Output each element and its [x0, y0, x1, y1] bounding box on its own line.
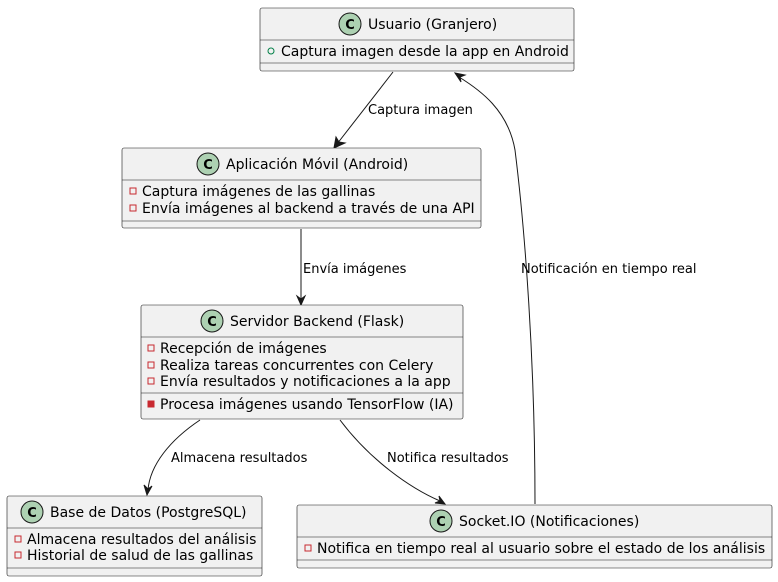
edge-label-notifica-resultados: Notifica resultados — [387, 451, 509, 466]
class-circle-icon — [429, 509, 453, 533]
edge-label-captura-imagen: Captura imagen — [368, 103, 473, 118]
class-attribute: Captura imagen desde la app en Android — [281, 44, 569, 60]
edge-app-to-server: Envía imágenes — [295, 229, 407, 307]
edges: Captura imagen Envía imágenes Almacena r… — [143, 71, 697, 505]
private-visibility-icon — [147, 361, 155, 369]
class-title: Base de Datos (PostgreSQL) — [50, 505, 247, 521]
class-attribute: Recepción de imágenes — [160, 341, 327, 357]
class-title: Usuario (Granjero) — [368, 17, 497, 33]
class-title: Servidor Backend (Flask) — [230, 314, 404, 330]
class-circle-letter: C — [436, 515, 446, 530]
private-visibility-icon — [129, 204, 137, 212]
class-circle-icon — [338, 12, 362, 36]
class-circle-letter: C — [207, 315, 217, 330]
edge-socket-to-usuario: Notificación en tiempo real — [453, 72, 697, 505]
edge-server-to-db: Almacena resultados — [143, 419, 308, 497]
class-circle-icon — [200, 309, 224, 333]
class-socket: C Socket.IO (Notificaciones) Notifica en… — [296, 504, 773, 569]
class-circle-letter: C — [27, 506, 37, 521]
class-title: Socket.IO (Notificaciones) — [459, 514, 639, 530]
edge-usuario-to-app: Captura imagen — [333, 71, 473, 149]
class-attribute: Envía imágenes al backend a través de un… — [142, 201, 475, 217]
private-visibility-icon — [147, 344, 155, 352]
private-visibility-icon — [129, 187, 137, 195]
class-attribute: Captura imágenes de las gallinas — [142, 184, 375, 200]
edge-server-to-socket: Notifica resultados — [339, 419, 509, 505]
class-attribute: Notifica en tiempo real al usuario sobre… — [317, 541, 765, 557]
private-visibility-icon — [14, 551, 22, 559]
class-server: C Servidor Backend (Flask) Recepción de … — [140, 304, 464, 420]
class-attribute: Envía resultados y notificaciones a la a… — [160, 374, 451, 390]
edge-label-notificacion-tiempo-real: Notificación en tiempo real — [521, 262, 697, 277]
class-app: C Aplicación Móvil (Android) Captura imá… — [121, 147, 482, 229]
private-visibility-icon — [14, 535, 22, 543]
class-title: Aplicación Móvil (Android) — [226, 157, 408, 173]
class-circle-letter: C — [345, 18, 355, 33]
private-method-icon — [147, 400, 155, 408]
private-visibility-icon — [147, 377, 155, 385]
class-circle-letter: C — [203, 158, 213, 173]
class-attribute: Realiza tareas concurrentes con Celery — [160, 358, 433, 374]
class-db: C Base de Datos (PostgreSQL) Almacena re… — [6, 495, 263, 577]
class-method: Procesa imágenes usando TensorFlow (IA) — [160, 397, 454, 413]
private-visibility-icon — [304, 544, 312, 552]
class-attribute: Almacena resultados del análisis — [27, 532, 256, 548]
class-circle-icon — [196, 152, 220, 176]
edge-label-envia-imagenes: Envía imágenes — [303, 262, 407, 277]
class-usuario: C Usuario (Granjero) Captura imagen desd… — [259, 7, 575, 72]
public-visibility-icon — [267, 47, 275, 55]
class-attribute: Historial de salud de las gallinas — [27, 548, 253, 564]
class-circle-icon — [20, 500, 44, 524]
edge-label-almacena-resultados: Almacena resultados — [171, 451, 308, 466]
